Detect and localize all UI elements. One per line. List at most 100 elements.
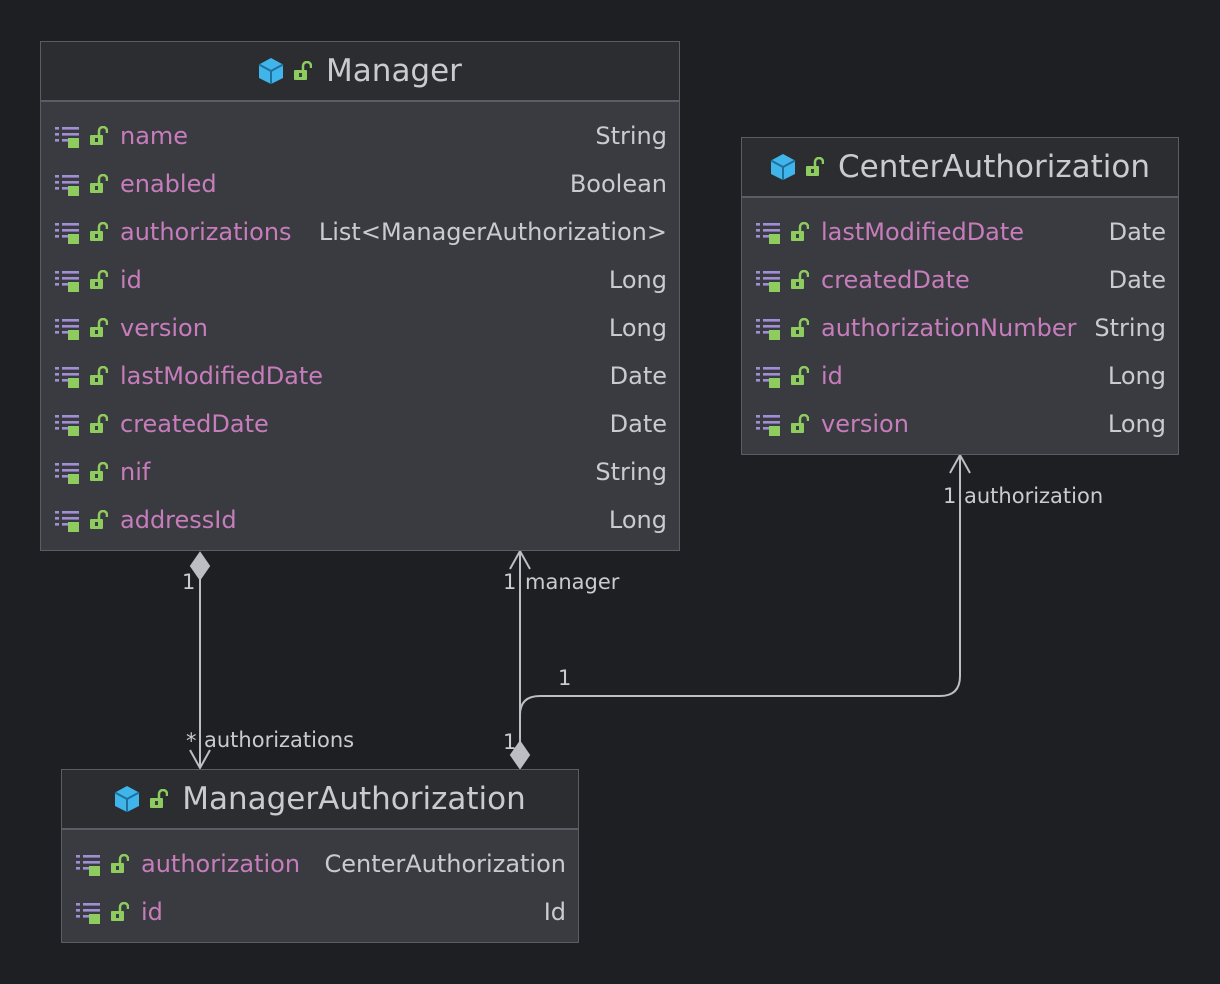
field-name: authorizationNumber xyxy=(821,314,1077,342)
field-row[interactable]: authorizationNumber String xyxy=(742,304,1178,352)
field-type: Date xyxy=(1108,266,1166,294)
lock-open-icon xyxy=(109,901,129,923)
lock-open-icon xyxy=(88,317,108,339)
lock-open-icon xyxy=(789,365,809,387)
field-type: CenterAuthorization xyxy=(324,850,566,878)
lock-open-icon xyxy=(292,61,313,81)
arrowhead xyxy=(949,452,971,474)
field-list-icon xyxy=(53,171,81,197)
lock-open-icon xyxy=(109,853,129,875)
lock-open-icon xyxy=(789,269,809,291)
field-list-icon xyxy=(74,899,102,925)
field-list-icon xyxy=(53,123,81,149)
composition-diamond xyxy=(189,551,211,581)
field-type: Boolean xyxy=(569,170,667,198)
lock-open-icon xyxy=(789,317,809,339)
field-list-icon xyxy=(53,219,81,245)
field-name: createdDate xyxy=(821,266,970,294)
field-type: Date xyxy=(609,362,667,390)
field-type: Date xyxy=(1108,218,1166,246)
field-row[interactable]: lastModifiedDate Date xyxy=(41,352,679,400)
field-row[interactable]: createdDate Date xyxy=(41,400,679,448)
field-name: id xyxy=(141,898,163,926)
field-type: List<ManagerAuthorization> xyxy=(318,218,667,246)
field-name: id xyxy=(821,362,843,390)
field-list-icon xyxy=(74,851,102,877)
role-label: manager xyxy=(525,570,620,594)
arrowhead xyxy=(509,548,531,570)
multiplicity-label: * xyxy=(186,729,197,753)
lock-open-icon xyxy=(88,125,108,147)
field-list-icon xyxy=(53,267,81,293)
field-row[interactable]: authorizations List<ManagerAuthorization> xyxy=(41,208,679,256)
field-list-icon xyxy=(754,363,782,389)
role-label: authorizations xyxy=(204,728,355,752)
multiplicity-label: 1 xyxy=(503,570,517,594)
arrowhead xyxy=(189,749,211,771)
field-row[interactable]: createdDate Date xyxy=(742,256,1178,304)
field-name: enabled xyxy=(120,170,217,198)
field-name: nif xyxy=(120,458,151,486)
class-title: CenterAuthorization xyxy=(838,149,1150,185)
field-type: Long xyxy=(608,506,667,534)
field-type: Long xyxy=(608,314,667,342)
field-list-icon xyxy=(754,315,782,341)
field-type: Long xyxy=(1107,362,1166,390)
class-cube-icon xyxy=(114,785,140,813)
field-name: lastModifiedDate xyxy=(821,218,1025,246)
lock-open-icon xyxy=(88,461,108,483)
composition-diamond xyxy=(509,740,531,770)
field-type: String xyxy=(595,458,667,486)
class-title: Manager xyxy=(326,53,462,89)
field-row[interactable]: addressId Long xyxy=(41,496,679,544)
multiplicity-label: 1 xyxy=(943,484,957,508)
field-name: id xyxy=(120,266,142,294)
field-name: lastModifiedDate xyxy=(120,362,324,390)
field-list-icon xyxy=(754,267,782,293)
field-row[interactable]: authorization CenterAuthorization xyxy=(62,840,578,888)
class-header: Manager xyxy=(41,42,679,102)
field-row[interactable]: lastModifiedDate Date xyxy=(742,208,1178,256)
field-type: String xyxy=(1094,314,1166,342)
field-list-icon xyxy=(53,411,81,437)
lock-open-icon xyxy=(88,413,108,435)
field-row[interactable]: nif String xyxy=(41,448,679,496)
field-list-icon xyxy=(53,507,81,533)
field-type: Long xyxy=(608,266,667,294)
field-type: Date xyxy=(609,410,667,438)
lock-open-icon xyxy=(789,413,809,435)
lock-open-icon xyxy=(148,789,169,809)
field-row[interactable]: id Long xyxy=(742,352,1178,400)
field-list-icon xyxy=(53,315,81,341)
lock-open-icon xyxy=(789,221,809,243)
field-name: authorization xyxy=(141,850,301,878)
lock-open-icon xyxy=(88,221,108,243)
field-row[interactable]: id Long xyxy=(41,256,679,304)
field-name: createdDate xyxy=(120,410,269,438)
class-header: CenterAuthorization xyxy=(742,138,1178,198)
multiplicity-label: 1 xyxy=(503,730,517,754)
class-cube-icon xyxy=(770,153,796,181)
field-name: addressId xyxy=(120,506,237,534)
field-type: Id xyxy=(543,898,566,926)
field-name: name xyxy=(120,122,189,150)
class-header: ManagerAuthorization xyxy=(62,770,578,830)
field-row[interactable]: id Id xyxy=(62,888,578,936)
field-list-icon xyxy=(754,411,782,437)
class-cube-icon xyxy=(258,57,284,85)
field-row[interactable]: enabled Boolean xyxy=(41,160,679,208)
lock-open-icon xyxy=(88,365,108,387)
field-list: authorization CenterAuthorization id Id xyxy=(62,830,578,936)
lock-open-icon xyxy=(88,269,108,291)
class-manager-authorization[interactable]: ManagerAuthorization authorization Center… xyxy=(61,769,579,943)
field-list-icon xyxy=(53,363,81,389)
field-name: authorizations xyxy=(120,218,292,246)
